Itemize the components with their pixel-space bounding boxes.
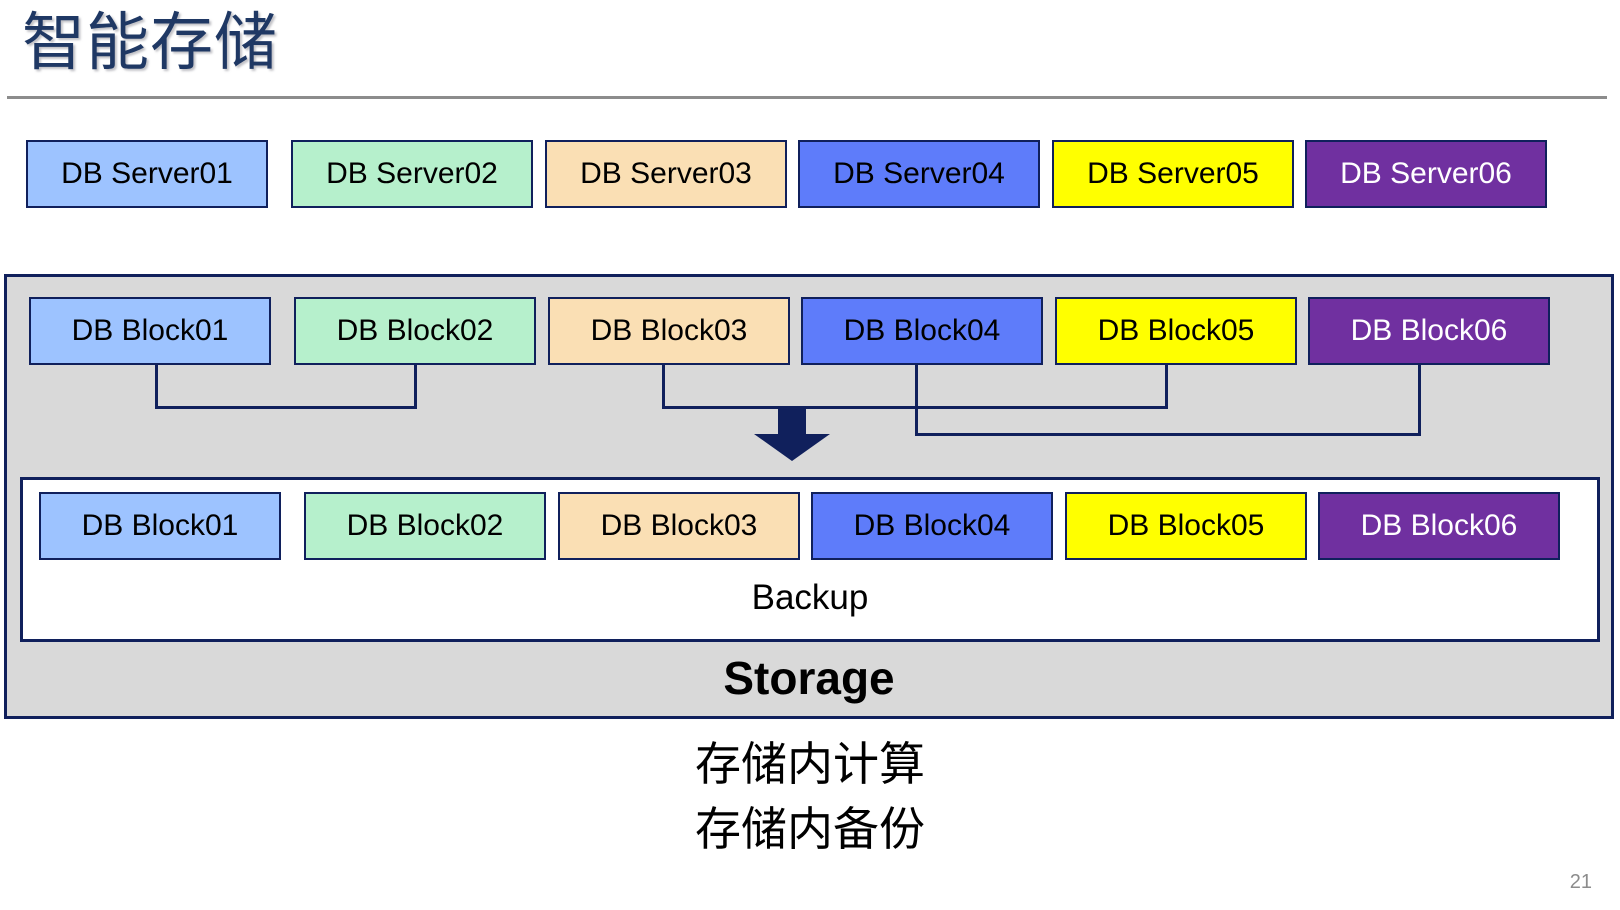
connector-01-02-bridge <box>155 406 417 409</box>
db-server-05[interactable]: DB Server05 <box>1052 140 1294 208</box>
db-block-backup-01[interactable]: DB Block01 <box>39 492 281 560</box>
db-block-backup-03[interactable]: DB Block03 <box>558 492 800 560</box>
db-block-primary-04[interactable]: DB Block04 <box>801 297 1043 365</box>
title-divider <box>7 96 1607 99</box>
db-server-02[interactable]: DB Server02 <box>291 140 533 208</box>
storage-label: Storage <box>723 652 895 704</box>
backup-panel: DB Block01 DB Block02 DB Block03 DB Bloc… <box>20 477 1600 642</box>
db-server-01[interactable]: DB Server01 <box>26 140 268 208</box>
connector-03-down <box>662 365 665 409</box>
connector-02-down <box>414 365 417 409</box>
db-block-backup-04[interactable]: DB Block04 <box>811 492 1053 560</box>
connector-06-down <box>1418 365 1421 436</box>
db-block-primary-05[interactable]: DB Block05 <box>1055 297 1297 365</box>
db-block-primary-06[interactable]: DB Block06 <box>1308 297 1550 365</box>
storage-container: DB Block01 DB Block02 DB Block03 DB Bloc… <box>4 274 1614 719</box>
db-server-03[interactable]: DB Server03 <box>545 140 787 208</box>
connector-04-06-bridge <box>915 433 1421 436</box>
db-block-backup-06[interactable]: DB Block06 <box>1318 492 1560 560</box>
db-block-primary-03[interactable]: DB Block03 <box>548 297 790 365</box>
connector-01-down <box>155 365 158 409</box>
caption-line-1: 存储内计算 <box>695 738 925 790</box>
backup-label: Backup <box>751 578 869 617</box>
db-server-04[interactable]: DB Server04 <box>798 140 1040 208</box>
db-block-backup-05[interactable]: DB Block05 <box>1065 492 1307 560</box>
page-title: 智能存储 <box>22 8 278 78</box>
db-block-backup-02[interactable]: DB Block02 <box>304 492 546 560</box>
db-server-06[interactable]: DB Server06 <box>1305 140 1547 208</box>
db-block-primary-02[interactable]: DB Block02 <box>294 297 536 365</box>
down-arrow-icon <box>754 407 830 461</box>
db-block-primary-01[interactable]: DB Block01 <box>29 297 271 365</box>
connector-05-down <box>1165 365 1168 409</box>
connector-04-down <box>915 365 918 436</box>
page-number: 21 <box>1569 871 1592 893</box>
caption-line-2: 存储内备份 <box>695 803 925 855</box>
